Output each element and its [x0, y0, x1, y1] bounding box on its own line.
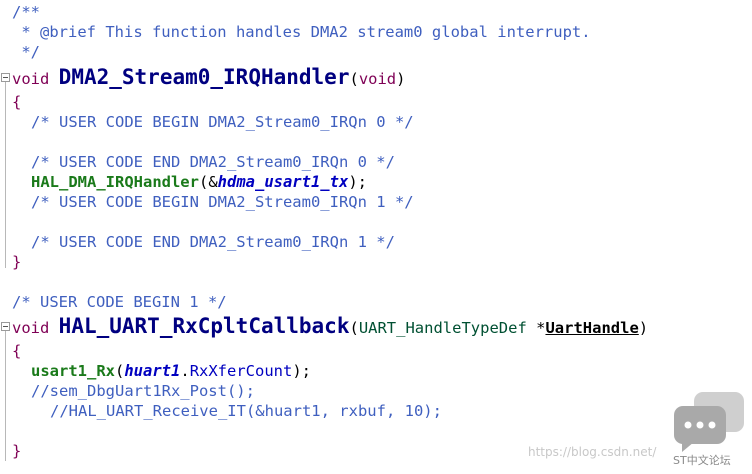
comment-text: /**: [12, 3, 40, 21]
param-void: void: [358, 70, 397, 88]
function-name: HAL_UART_RxCpltCallback: [58, 314, 350, 338]
punct: .: [180, 362, 190, 380]
fold-range-line: [5, 331, 6, 461]
comment-text: * @brief This function handles DMA2 stre…: [12, 23, 591, 41]
comment-text: */: [12, 43, 40, 61]
paren: ): [638, 319, 649, 337]
param-type: UART_HandleTypeDef: [358, 319, 527, 337]
code-line: */: [12, 42, 40, 62]
url-watermark: https://blog.csdn.net/: [528, 445, 657, 459]
fold-toggle-dma2-handler[interactable]: [1, 73, 10, 82]
comment-text: /* USER CODE END DMA2_Stream0_IRQn 0 */: [31, 153, 395, 171]
comment-text: /* USER CODE BEGIN DMA2_Stream0_IRQn 1 *…: [31, 193, 414, 211]
code-line: /* USER CODE BEGIN DMA2_Stream0_IRQn 1 *…: [31, 192, 414, 212]
function-signature-rx-callback: void HAL_UART_RxCpltCallback(UART_Handle…: [12, 312, 648, 340]
function-call: HAL_DMA_IRQHandler: [31, 173, 199, 191]
brand-watermark: ST中文论坛: [673, 454, 731, 467]
code-line: //sem_DbgUart1Rx_Post();: [31, 381, 255, 401]
function-name: DMA2_Stream0_IRQHandler: [58, 65, 350, 89]
punct: );: [292, 362, 312, 380]
code-line: {: [12, 92, 21, 112]
code-line: /* USER CODE BEGIN DMA2_Stream0_IRQn 0 *…: [31, 112, 414, 132]
punct: );: [348, 173, 367, 191]
brace-open: {: [12, 342, 22, 360]
code-line: //HAL_UART_Receive_IT(&huart1, rxbuf, 10…: [50, 401, 442, 421]
global-variable: huart1: [124, 362, 181, 380]
global-variable: hdma_usart1_tx: [217, 173, 349, 191]
punct: (&: [198, 173, 218, 191]
code-line: /**: [12, 2, 40, 22]
code-line: usart1_Rx(huart1.RxXferCount);: [31, 361, 311, 381]
comment-text: //HAL_UART_Receive_IT(&huart1, rxbuf, 10…: [50, 402, 442, 420]
fold-range-line: [5, 82, 6, 268]
comment-text: /* USER CODE BEGIN 1 */: [12, 293, 227, 311]
code-line: {: [12, 341, 21, 361]
brace-close: }: [12, 442, 22, 460]
function-signature-dma2: void DMA2_Stream0_IRQHandler(void): [12, 63, 405, 91]
keyword-void: void: [12, 70, 50, 88]
paren: ): [396, 70, 406, 88]
comment-text: //sem_DbgUart1Rx_Post();: [31, 382, 255, 400]
brace-close: }: [12, 253, 22, 271]
code-line: * @brief This function handles DMA2 stre…: [12, 22, 591, 42]
code-line: /* USER CODE END DMA2_Stream0_IRQn 0 */: [31, 152, 395, 172]
brace-open: {: [12, 93, 22, 111]
comment-text: /* USER CODE END DMA2_Stream0_IRQn 1 */: [31, 233, 395, 251]
paren: (: [349, 319, 359, 337]
code-line: /* USER CODE BEGIN 1 */: [12, 292, 227, 312]
punct: (: [115, 362, 125, 380]
code-line: }: [12, 252, 21, 272]
code-line: HAL_DMA_IRQHandler(&hdma_usart1_tx);: [31, 172, 367, 192]
function-call: usart1_Rx: [31, 362, 115, 380]
fold-toggle-rx-callback[interactable]: [1, 322, 10, 331]
pointer-star: *: [526, 319, 546, 337]
chat-bubbles-icon: [674, 392, 744, 452]
keyword-void: void: [12, 319, 50, 337]
param-name[interactable]: UartHandle: [545, 319, 639, 337]
code-line: }: [12, 441, 21, 461]
struct-field: RxXferCount: [189, 362, 293, 380]
code-line: /* USER CODE END DMA2_Stream0_IRQn 1 */: [31, 232, 395, 252]
comment-text: /* USER CODE BEGIN DMA2_Stream0_IRQn 0 *…: [31, 113, 414, 131]
paren: (: [349, 70, 359, 88]
